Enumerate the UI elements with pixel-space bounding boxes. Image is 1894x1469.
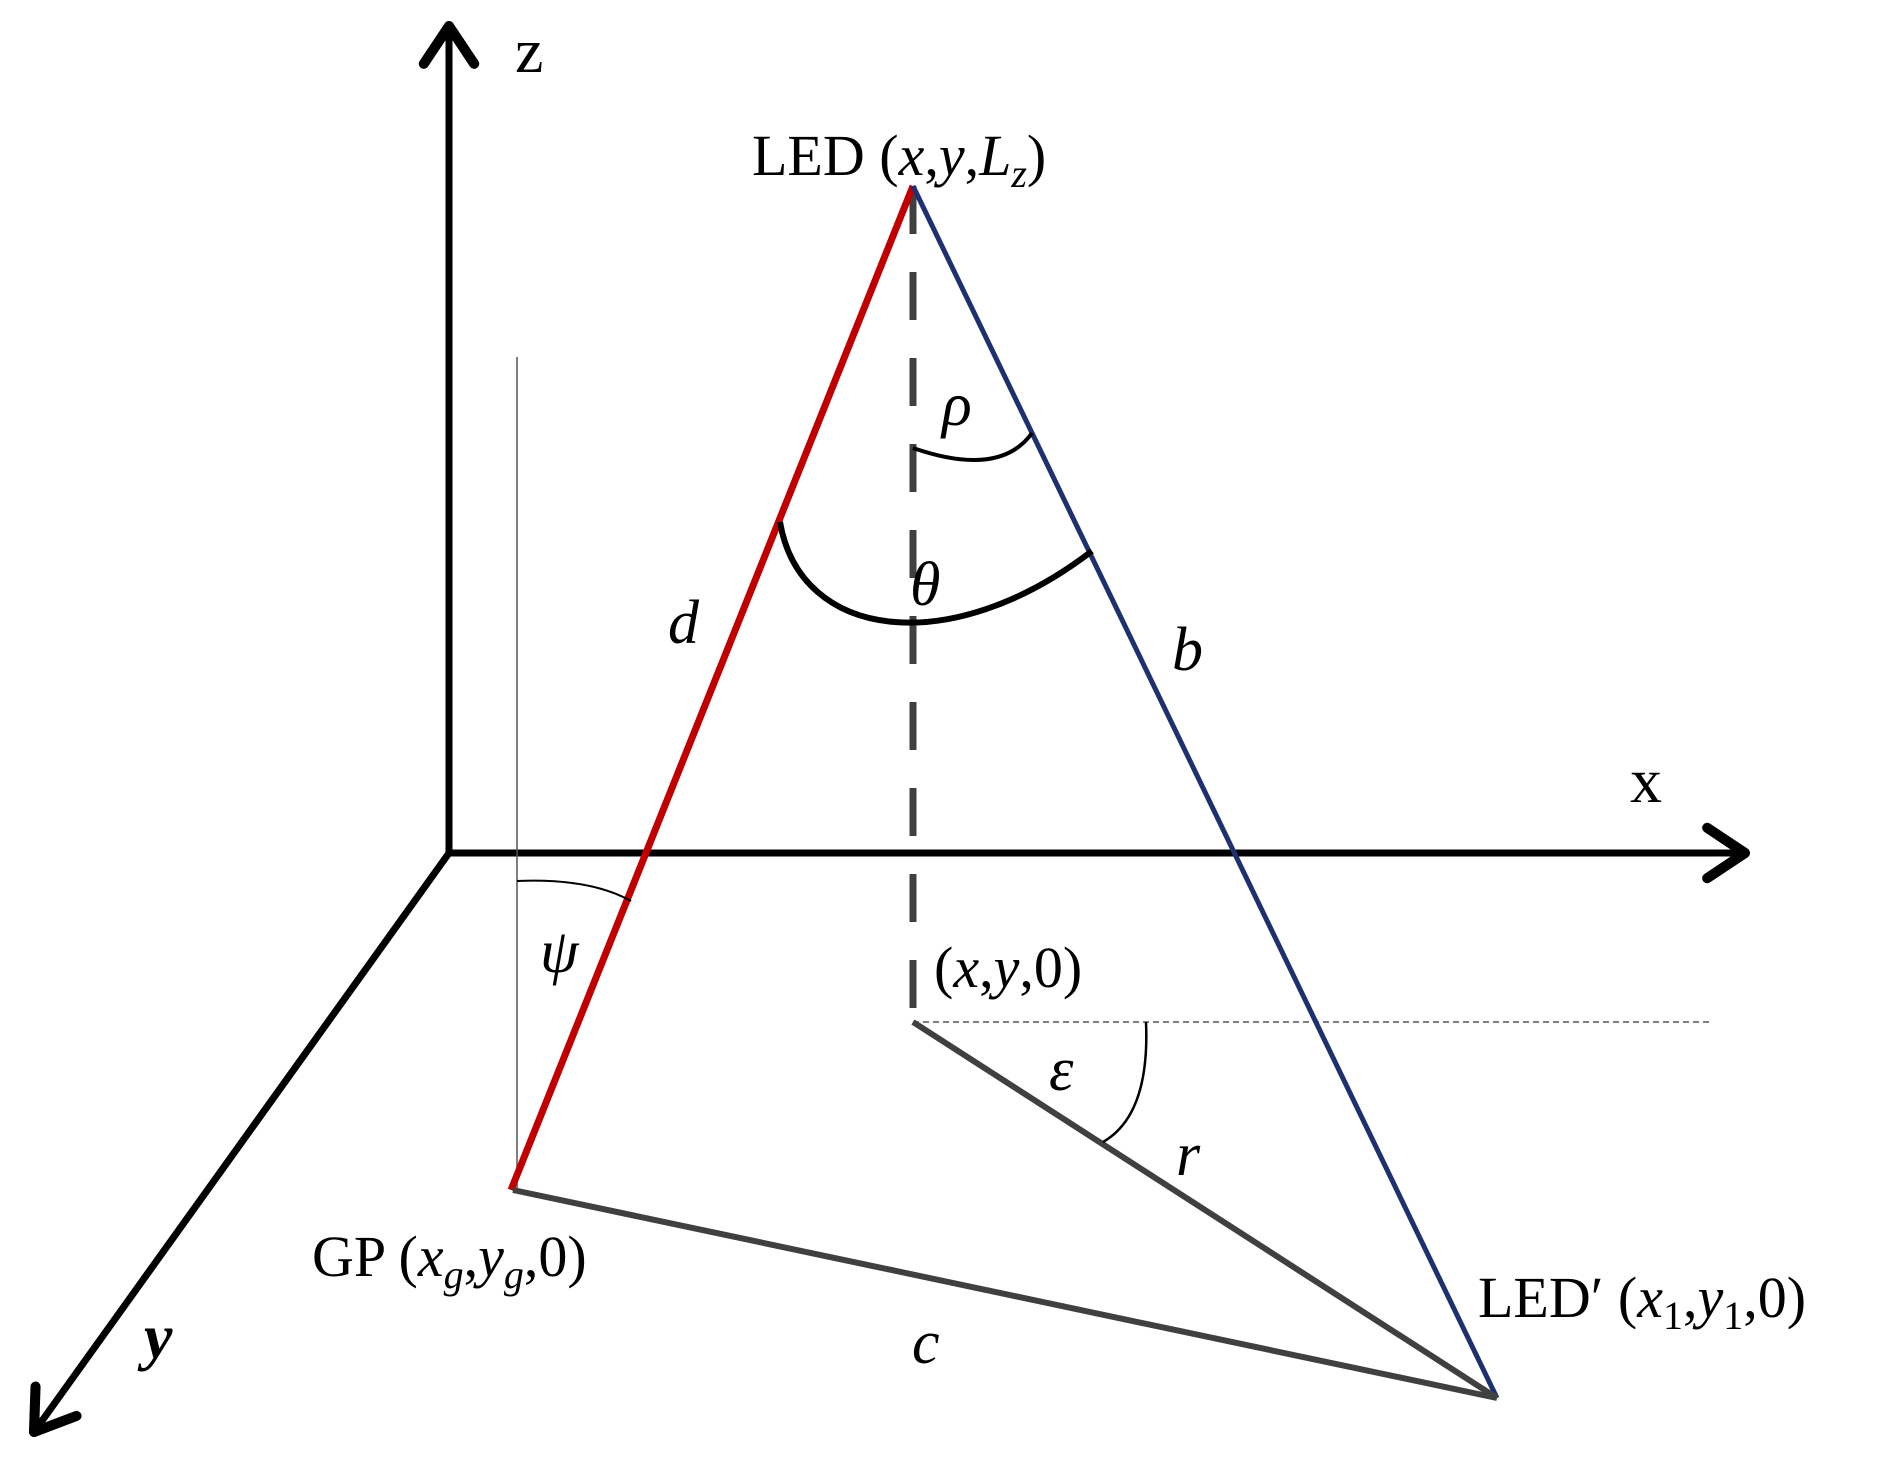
epsilon-angle-arc	[1102, 1021, 1148, 1144]
segment-c-label: c	[912, 1309, 940, 1377]
segment-r-line	[911, 1019, 1499, 1401]
rho-angle-label: ρ	[940, 371, 972, 439]
segment-b-line	[910, 184, 1500, 1400]
psi-angle-arc	[516, 879, 632, 902]
x-axis-label: x	[1630, 745, 1662, 816]
led-point-label: LED (x,y,Lz)	[752, 123, 1046, 196]
segment-c-line	[512, 1187, 1498, 1401]
led-prime-point-label: LED′ (x1,y1,0)	[1478, 1265, 1806, 1338]
segment-d-label: d	[668, 589, 700, 657]
segment-r-label: r	[1176, 1121, 1201, 1189]
z-axis-label: z	[515, 15, 543, 86]
theta-angle-label: θ	[910, 551, 940, 619]
y-axis	[28, 850, 452, 1438]
y-axis-label: y	[137, 1301, 173, 1372]
psi-angle-label: ψ	[540, 918, 580, 986]
gp-point-label: GP (xg,yg,0)	[312, 1224, 587, 1297]
segment-b-label: b	[1172, 616, 1203, 684]
segment-d-line	[507, 184, 917, 1192]
foot-point-label: (x,y,0)	[934, 935, 1082, 1000]
epsilon-angle-label: ε	[1049, 1036, 1074, 1104]
theta-angle-arc	[777, 521, 1094, 626]
rho-angle-arc	[912, 431, 1034, 462]
